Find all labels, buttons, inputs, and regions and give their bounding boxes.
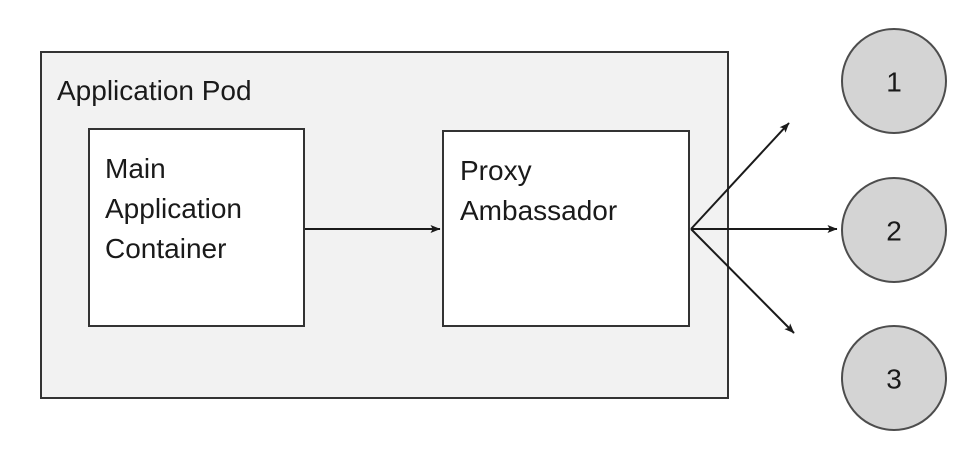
endpoint-2-label: 2 [886,216,902,247]
proxy-ambassador-box[interactable] [442,130,690,327]
proxy-ambassador-line-2: Ambassador [460,195,617,226]
application-pod-label: Application Pod [57,75,252,106]
endpoint-3-label: 3 [886,364,902,395]
endpoint-3-circle[interactable] [841,325,947,431]
connector-proxy-to-endpoint-1[interactable] [690,122,790,230]
main-application-container-box[interactable] [88,128,305,327]
main-application-container-line-2: Application [105,193,242,224]
main-application-container-line-1: Main [105,153,166,184]
main-application-container-line-3: Container [105,233,226,264]
endpoint-1-label: 1 [886,67,902,98]
endpoint-2-circle[interactable] [841,177,947,283]
connector-proxy-to-endpoint-3[interactable] [690,228,795,334]
endpoint-1-circle[interactable] [841,28,947,134]
proxy-ambassador-line-1: Proxy [460,155,532,186]
